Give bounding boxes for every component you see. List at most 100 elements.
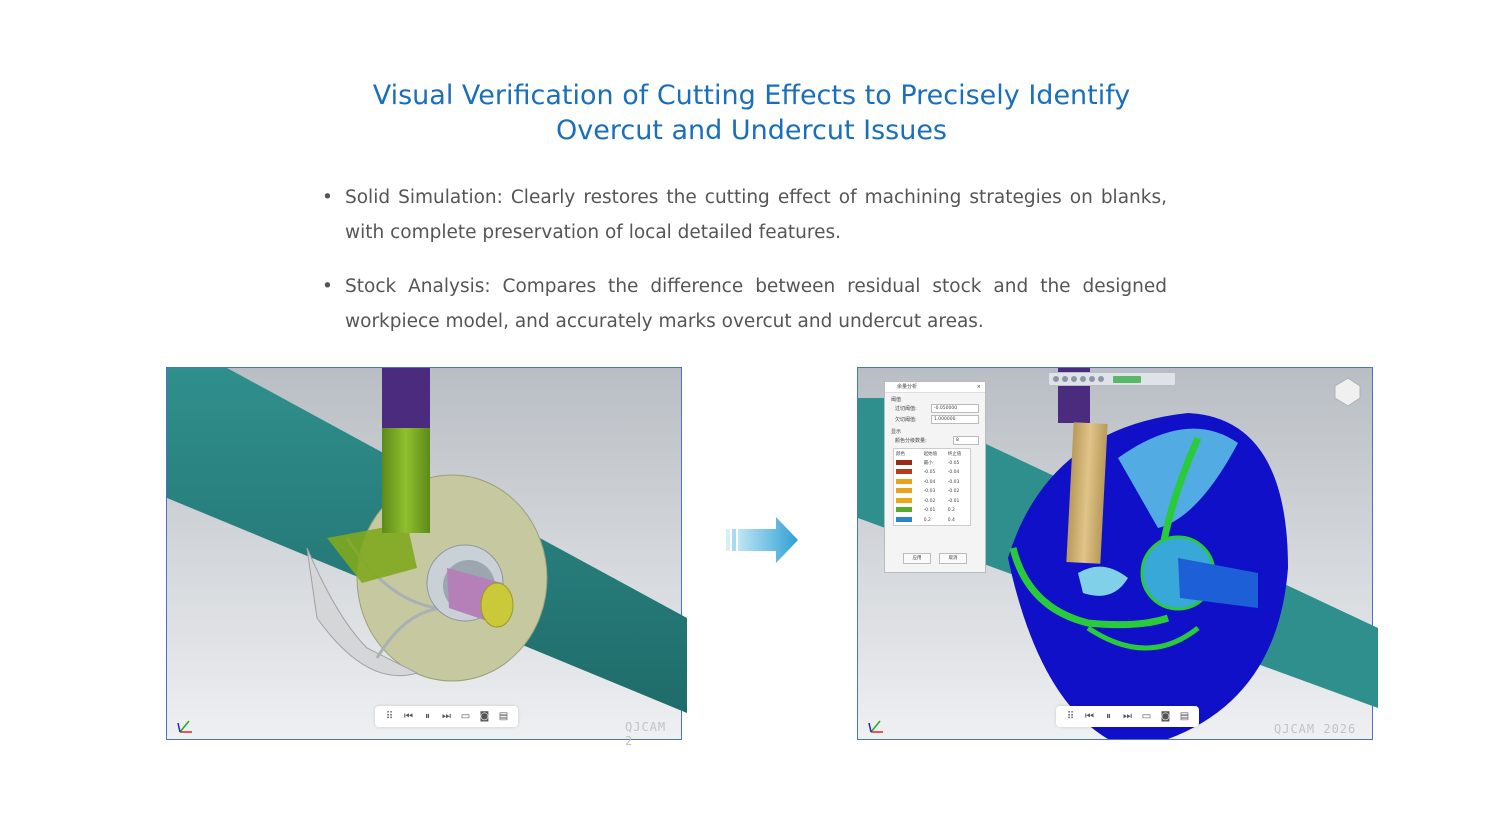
close-icon[interactable]: × xyxy=(976,384,981,390)
menu-icon[interactable]: ⠿ xyxy=(1066,711,1075,722)
color-swatch-cell xyxy=(894,468,922,478)
skip-forward-icon[interactable]: ⏭ xyxy=(1123,711,1132,722)
undercut-threshold-input[interactable]: 1.000000 xyxy=(931,415,979,424)
column-header: 颜色 xyxy=(896,451,905,457)
overcut-threshold-row: 过切阈值: -0.050000 xyxy=(885,403,985,414)
color-scale-table: 颜色 起始值 终止值 最小-0.05-0.05-0.04-0.04-0.03-0… xyxy=(893,448,971,526)
progress-indicator xyxy=(1113,375,1141,383)
bullet-marker: • xyxy=(322,187,333,208)
view-icon[interactable] xyxy=(1089,376,1095,382)
overcut-threshold-input[interactable]: -0.050000 xyxy=(931,404,979,413)
color-swatch xyxy=(896,478,912,484)
settings-icon[interactable]: ▤ xyxy=(1179,711,1190,722)
title-line-2: Overcut and Undercut Issues xyxy=(556,115,947,146)
color-levels-row: 颜色分级数量: 8 xyxy=(885,435,985,446)
color-swatch-cell xyxy=(894,516,922,526)
color-swatch-cell xyxy=(894,478,922,488)
playback-toolbar: ⠿ ⏮ ⏸ ⏭ ▭ ◙ ▤ xyxy=(1056,706,1199,727)
feature-list: • Solid Simulation: Clearly restores the… xyxy=(322,180,1167,358)
feature-item-solid-simulation: • Solid Simulation: Clearly restores the… xyxy=(322,180,1167,250)
end-value: -0.04 xyxy=(947,470,960,476)
pause-icon[interactable]: ⏸ xyxy=(425,711,430,722)
color-swatch xyxy=(896,469,912,475)
camera-icon[interactable]: ◙ xyxy=(1160,711,1171,722)
undercut-label: 欠切阈值: xyxy=(895,417,917,423)
color-swatch xyxy=(896,507,912,513)
color-swatch-cell xyxy=(894,506,922,516)
view-icon[interactable] xyxy=(1098,376,1104,382)
end-value: -0.05 xyxy=(947,460,960,466)
end-value: -0.02 xyxy=(947,489,960,495)
table-row[interactable]: -0.01 0.2 xyxy=(894,506,971,516)
tool-body xyxy=(1066,422,1108,564)
camera-icon[interactable]: ◙ xyxy=(479,711,490,722)
undercut-threshold-row: 欠切阈值: 1.000000 xyxy=(885,414,985,425)
skip-forward-icon[interactable]: ⏭ xyxy=(442,711,451,722)
start-value: -0.02 xyxy=(923,498,936,504)
overcut-label: 过切阈值: xyxy=(895,406,917,412)
skip-back-icon[interactable]: ⏮ xyxy=(1085,711,1094,722)
feature-text: Solid Simulation: Clearly restores the c… xyxy=(345,187,1167,243)
view-icon[interactable] xyxy=(1053,376,1059,382)
color-levels-input[interactable]: 8 xyxy=(953,436,979,445)
start-value: -0.03 xyxy=(923,489,936,495)
start-value: 0.2 xyxy=(923,517,931,523)
apply-button[interactable]: 应用 xyxy=(903,553,931,564)
start-value: -0.04 xyxy=(923,479,936,485)
playback-toolbar: ⠿ ⏮ ⏸ ⏭ ▭ ◙ ▤ xyxy=(375,706,518,727)
stock-analysis-dialog: 余量分析 × 阈值 过切阈值: -0.050000 欠切阈值: 1.000000… xyxy=(884,381,986,573)
skip-back-icon[interactable]: ⏮ xyxy=(404,711,413,722)
view-icon[interactable] xyxy=(1080,376,1086,382)
feature-text: Stock Analysis: Compares the difference … xyxy=(345,276,1167,332)
start-value: 最小 xyxy=(923,461,933,467)
table-row[interactable]: -0.03 -0.02 xyxy=(894,487,971,497)
display-section-label: 显示 xyxy=(891,429,902,435)
menu-icon[interactable]: ⠿ xyxy=(385,711,394,722)
color-swatch xyxy=(896,488,912,494)
arrow-right-icon xyxy=(726,517,798,563)
color-levels-label: 颜色分级数量: xyxy=(895,438,927,444)
save-icon[interactable]: ▭ xyxy=(460,711,471,722)
dialog-title: 余量分析 xyxy=(897,384,918,390)
tool-body xyxy=(382,428,430,533)
threshold-section-label: 阈值 xyxy=(891,397,902,403)
stock-analysis-viewport[interactable]: 余量分析 × 阈值 过切阈值: -0.050000 欠切阈值: 1.000000… xyxy=(857,367,1378,740)
save-icon[interactable]: ▭ xyxy=(1141,711,1152,722)
table-row[interactable]: -0.05 -0.04 xyxy=(894,468,971,478)
analysis-top-toolbar xyxy=(1048,372,1176,386)
color-swatch xyxy=(896,459,912,465)
color-swatch-cell xyxy=(894,497,922,507)
table-row[interactable]: -0.02 -0.01 xyxy=(894,497,971,507)
view-icon[interactable] xyxy=(1062,376,1068,382)
tool-holder xyxy=(382,368,430,428)
solid-simulation-render xyxy=(167,368,687,739)
color-swatch-cell xyxy=(894,459,922,469)
settings-icon[interactable]: ▤ xyxy=(498,711,509,722)
view-icon[interactable] xyxy=(1071,376,1077,382)
title-line-1: Visual Verification of Cutting Effects t… xyxy=(372,80,1131,111)
color-swatch xyxy=(896,497,912,503)
axis-triad-icon xyxy=(868,720,883,733)
column-header: 终止值 xyxy=(947,451,962,457)
start-value: -0.01 xyxy=(923,508,936,514)
table-row[interactable]: -0.04 -0.03 xyxy=(894,478,971,488)
end-value: 0.4 xyxy=(947,517,955,523)
feature-item-stock-analysis: • Stock Analysis: Compares the differenc… xyxy=(322,269,1167,339)
cancel-button[interactable]: 取消 xyxy=(939,553,967,564)
solid-simulation-viewport[interactable]: ⠿ ⏮ ⏸ ⏭ ▭ ◙ ▤ QJCAM 2 xyxy=(166,367,687,748)
start-value: -0.05 xyxy=(923,470,936,476)
end-value: -0.01 xyxy=(947,498,960,504)
watermark: QJCAM 2026 xyxy=(1274,722,1357,736)
column-header: 起始值 xyxy=(923,451,938,457)
color-swatch xyxy=(896,516,912,522)
pause-icon[interactable]: ⏸ xyxy=(1106,711,1111,722)
end-value: 0.2 xyxy=(947,508,955,514)
watermark: QJCAM 2 xyxy=(625,720,667,748)
bullet-marker: • xyxy=(322,276,333,297)
axis-triad-icon xyxy=(177,720,192,733)
end-value: -0.03 xyxy=(947,479,960,485)
table-row[interactable]: 0.2 0.4 xyxy=(894,516,971,526)
page-title: Visual Verification of Cutting Effects t… xyxy=(0,78,1503,148)
table-row[interactable]: 最小 -0.05 xyxy=(894,459,971,469)
color-swatch-cell xyxy=(894,487,922,497)
